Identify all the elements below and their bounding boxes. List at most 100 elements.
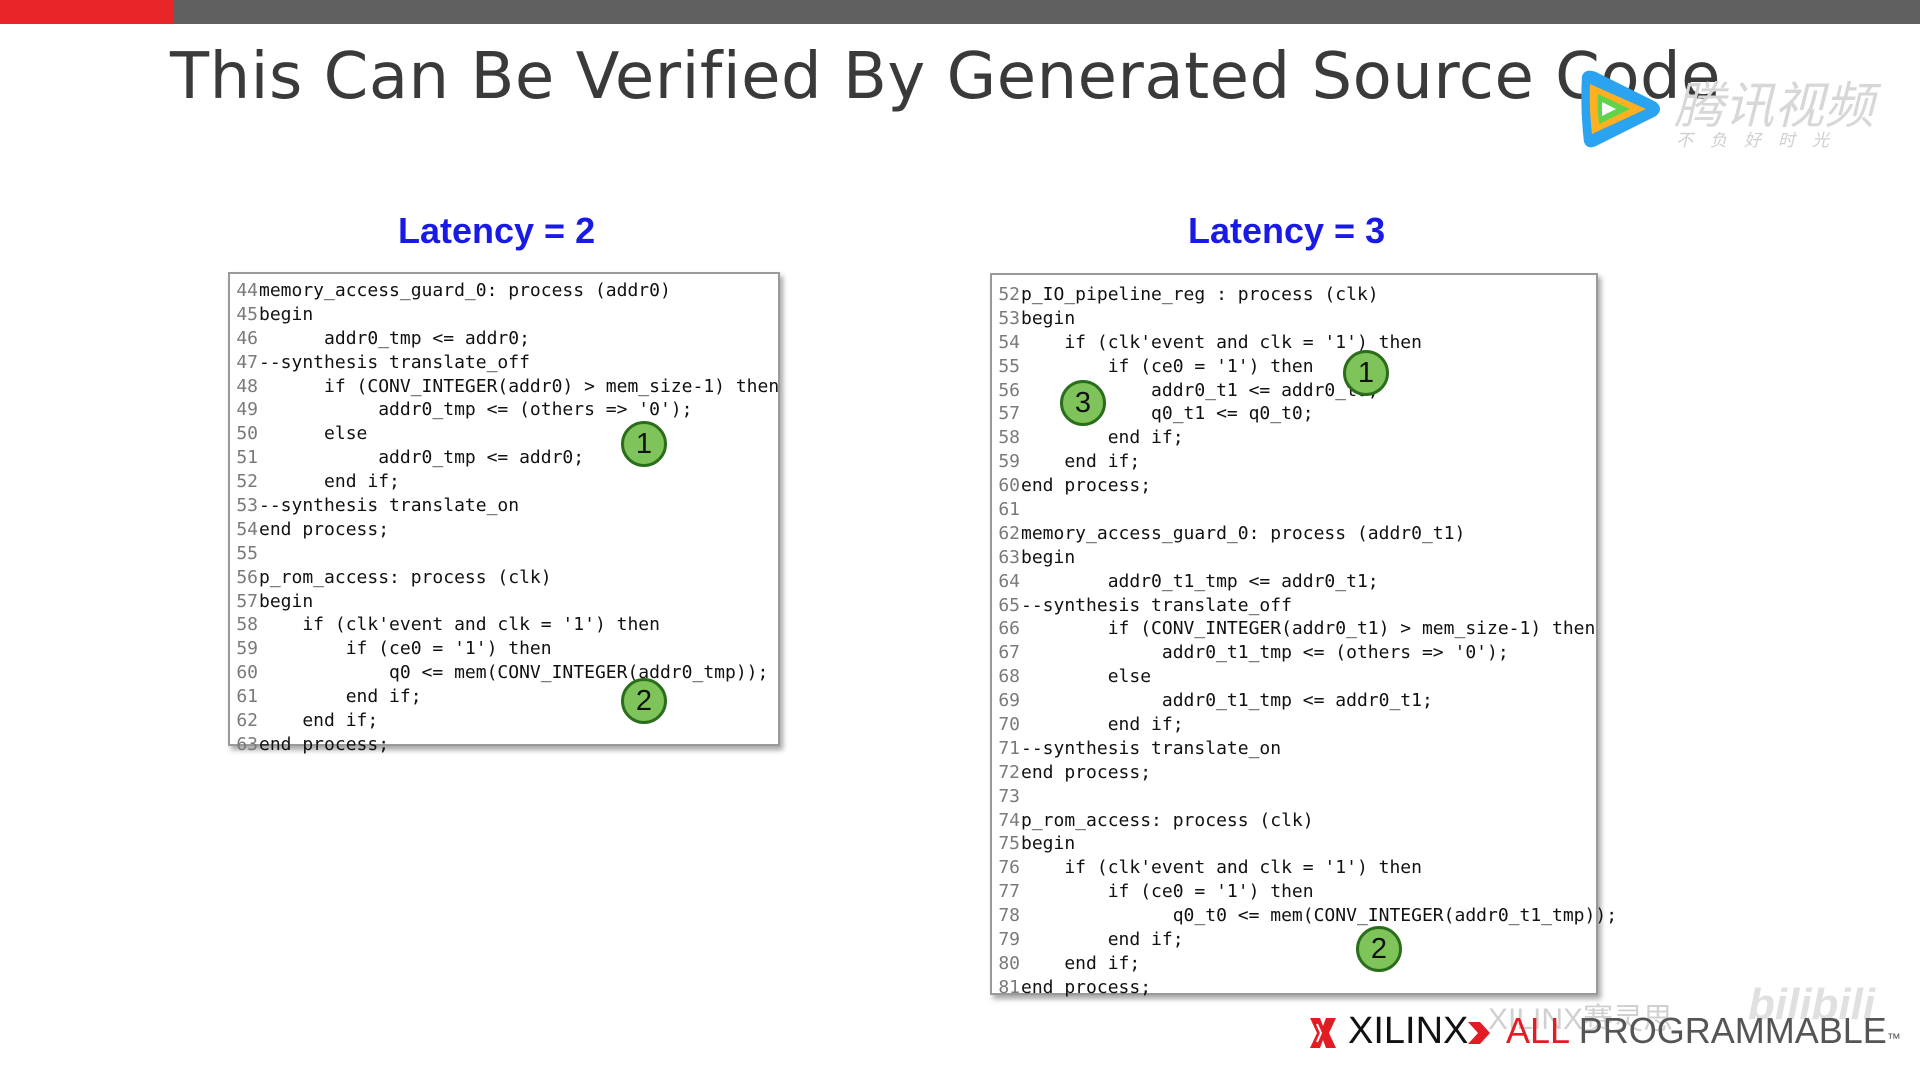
code-text: addr0_t1_tmp <= addr0_t1; — [1021, 570, 1379, 592]
step-badge-2: 2 — [1356, 926, 1402, 972]
line-number: 54 — [236, 518, 258, 540]
code-text: end if; — [1021, 714, 1184, 736]
line-number: 77 — [998, 881, 1020, 903]
line-number: 67 — [998, 642, 1020, 664]
line-number: 59 — [998, 451, 1020, 473]
trademark: ™ — [1886, 1030, 1901, 1046]
line-number: 75 — [998, 833, 1020, 855]
line-number: 78 — [998, 905, 1020, 927]
code-text: addr0_t1 <= addr0_t0; — [1021, 379, 1379, 401]
code-text: end if; — [1021, 427, 1184, 449]
code-line: 46 addr0_tmp <= addr0; — [230, 327, 778, 351]
code-text: end if; — [1021, 929, 1184, 951]
line-number: 55 — [236, 542, 258, 564]
code-line: 59 end if; — [992, 450, 1596, 474]
code-text: q0_t1 <= q0_t0; — [1021, 403, 1314, 425]
line-number: 59 — [236, 638, 258, 660]
line-number: 76 — [998, 857, 1020, 879]
code-text: else — [1021, 666, 1152, 688]
code-line: 54 if (clk'event and clk = '1') then — [992, 331, 1596, 355]
line-number: 69 — [998, 690, 1020, 712]
code-line: 56 addr0_t1 <= addr0_t0; — [992, 379, 1596, 403]
code-line: 53begin — [992, 307, 1596, 331]
code-line: 57begin — [230, 590, 778, 614]
code-line: 52p_IO_pipeline_reg : process (clk) — [992, 283, 1596, 307]
code-text: if (ce0 = '1') then — [1021, 355, 1314, 377]
xilinx-brand: XILINX — [1348, 1010, 1469, 1052]
code-line: 81end process; — [992, 976, 1596, 1000]
top-bar — [0, 0, 1920, 24]
line-number: 48 — [236, 375, 258, 397]
code-line: 56p_rom_access: process (clk) — [230, 566, 778, 590]
code-line: 52 end if; — [230, 470, 778, 494]
line-number: 54 — [998, 331, 1020, 353]
code-text: --synthesis translate_off — [259, 351, 530, 373]
line-number: 65 — [998, 594, 1020, 616]
code-text: p_rom_access: process (clk) — [1021, 809, 1314, 831]
code-line: 60end process; — [992, 474, 1596, 498]
code-line: 71--synthesis translate_on — [992, 737, 1596, 761]
code-line: 61 end if; — [230, 685, 778, 709]
code-text: if (clk'event and clk = '1') then — [259, 614, 660, 636]
play-icon — [1581, 70, 1660, 148]
code-line: 44memory_access_guard_0: process (addr0) — [230, 279, 778, 303]
line-number: 72 — [998, 761, 1020, 783]
line-number: 57 — [998, 403, 1020, 425]
code-line: 47--synthesis translate_off — [230, 351, 778, 375]
code-line: 57 q0_t1 <= q0_t0; — [992, 402, 1596, 426]
code-text: begin — [1021, 307, 1076, 329]
code-text: end if; — [259, 710, 379, 732]
code-line: 67 addr0_t1_tmp <= (others => '0'); — [992, 641, 1596, 665]
code-line: 45begin — [230, 303, 778, 327]
code-line: 50 else — [230, 422, 778, 446]
chevron-right-icon — [1468, 1022, 1490, 1044]
tencent-video-slogan: 不负好时光 — [1676, 131, 1846, 150]
code-line: 64 addr0_t1_tmp <= addr0_t1; — [992, 570, 1596, 594]
code-text: if (ce0 = '1') then — [1021, 881, 1314, 903]
step-badge-2: 2 — [621, 678, 667, 724]
step-badge-3: 3 — [1060, 380, 1106, 426]
line-number: 58 — [236, 614, 258, 636]
line-number: 58 — [998, 427, 1020, 449]
line-number: 47 — [236, 351, 258, 373]
code-text: addr0_tmp <= addr0; — [259, 327, 530, 349]
xilinx-tagline: ALL PROGRAMMABLE™ — [1506, 1010, 1901, 1052]
code-text: --synthesis translate_on — [1021, 737, 1282, 759]
code-text: memory_access_guard_0: process (addr0) — [259, 280, 671, 301]
code-line: 80 end if; — [992, 952, 1596, 976]
line-number: 52 — [236, 471, 258, 493]
xilinx-mark-icon — [1310, 1018, 1336, 1048]
code-line: 72end process; — [992, 761, 1596, 785]
line-number: 60 — [998, 475, 1020, 497]
line-number: 44 — [236, 280, 258, 301]
slide-title: This Can Be Verified By Generated Source… — [170, 40, 1721, 114]
code-line: 65--synthesis translate_off — [992, 594, 1596, 618]
code-text: begin — [1021, 833, 1076, 855]
code-text: end process; — [259, 733, 390, 755]
line-number: 73 — [998, 785, 1020, 807]
line-number: 66 — [998, 618, 1020, 640]
line-number: 53 — [998, 307, 1020, 329]
code-line: 62memory_access_guard_0: process (addr0_… — [992, 522, 1596, 546]
code-line: 48 if (CONV_INTEGER(addr0) > mem_size-1)… — [230, 375, 779, 399]
code-line: 55 if (ce0 = '1') then — [992, 355, 1596, 379]
code-line: 78 q0_t0 <= mem(CONV_INTEGER(addr0_t1_tm… — [992, 904, 1617, 928]
code-text: if (clk'event and clk = '1') then — [1021, 331, 1422, 353]
code-text: addr0_t1_tmp <= addr0_t1; — [1021, 690, 1433, 712]
code-line: 66 if (CONV_INTEGER(addr0_t1) > mem_size… — [992, 617, 1596, 641]
code-line: 76 if (clk'event and clk = '1') then — [992, 856, 1596, 880]
line-number: 61 — [236, 686, 258, 708]
code-text: end if; — [259, 471, 400, 493]
line-number: 62 — [998, 522, 1020, 544]
xilinx-cn-watermark: XILINX赛灵思 — [1488, 1003, 1674, 1036]
code-line: 73 — [992, 785, 1596, 809]
code-text: q0_t0 <= mem(CONV_INTEGER(addr0_t1_tmp))… — [1021, 905, 1618, 927]
code-text: end process; — [259, 518, 390, 540]
code-text: else — [259, 423, 368, 445]
code-line: 55 — [230, 542, 778, 566]
line-number: 45 — [236, 303, 258, 325]
line-number: 56 — [998, 379, 1020, 401]
tagline-programmable: PROGRAMMABLE — [1568, 1010, 1887, 1051]
code-text: addr0_t1_tmp <= (others => '0'); — [1021, 642, 1509, 664]
line-number: 63 — [236, 733, 258, 755]
